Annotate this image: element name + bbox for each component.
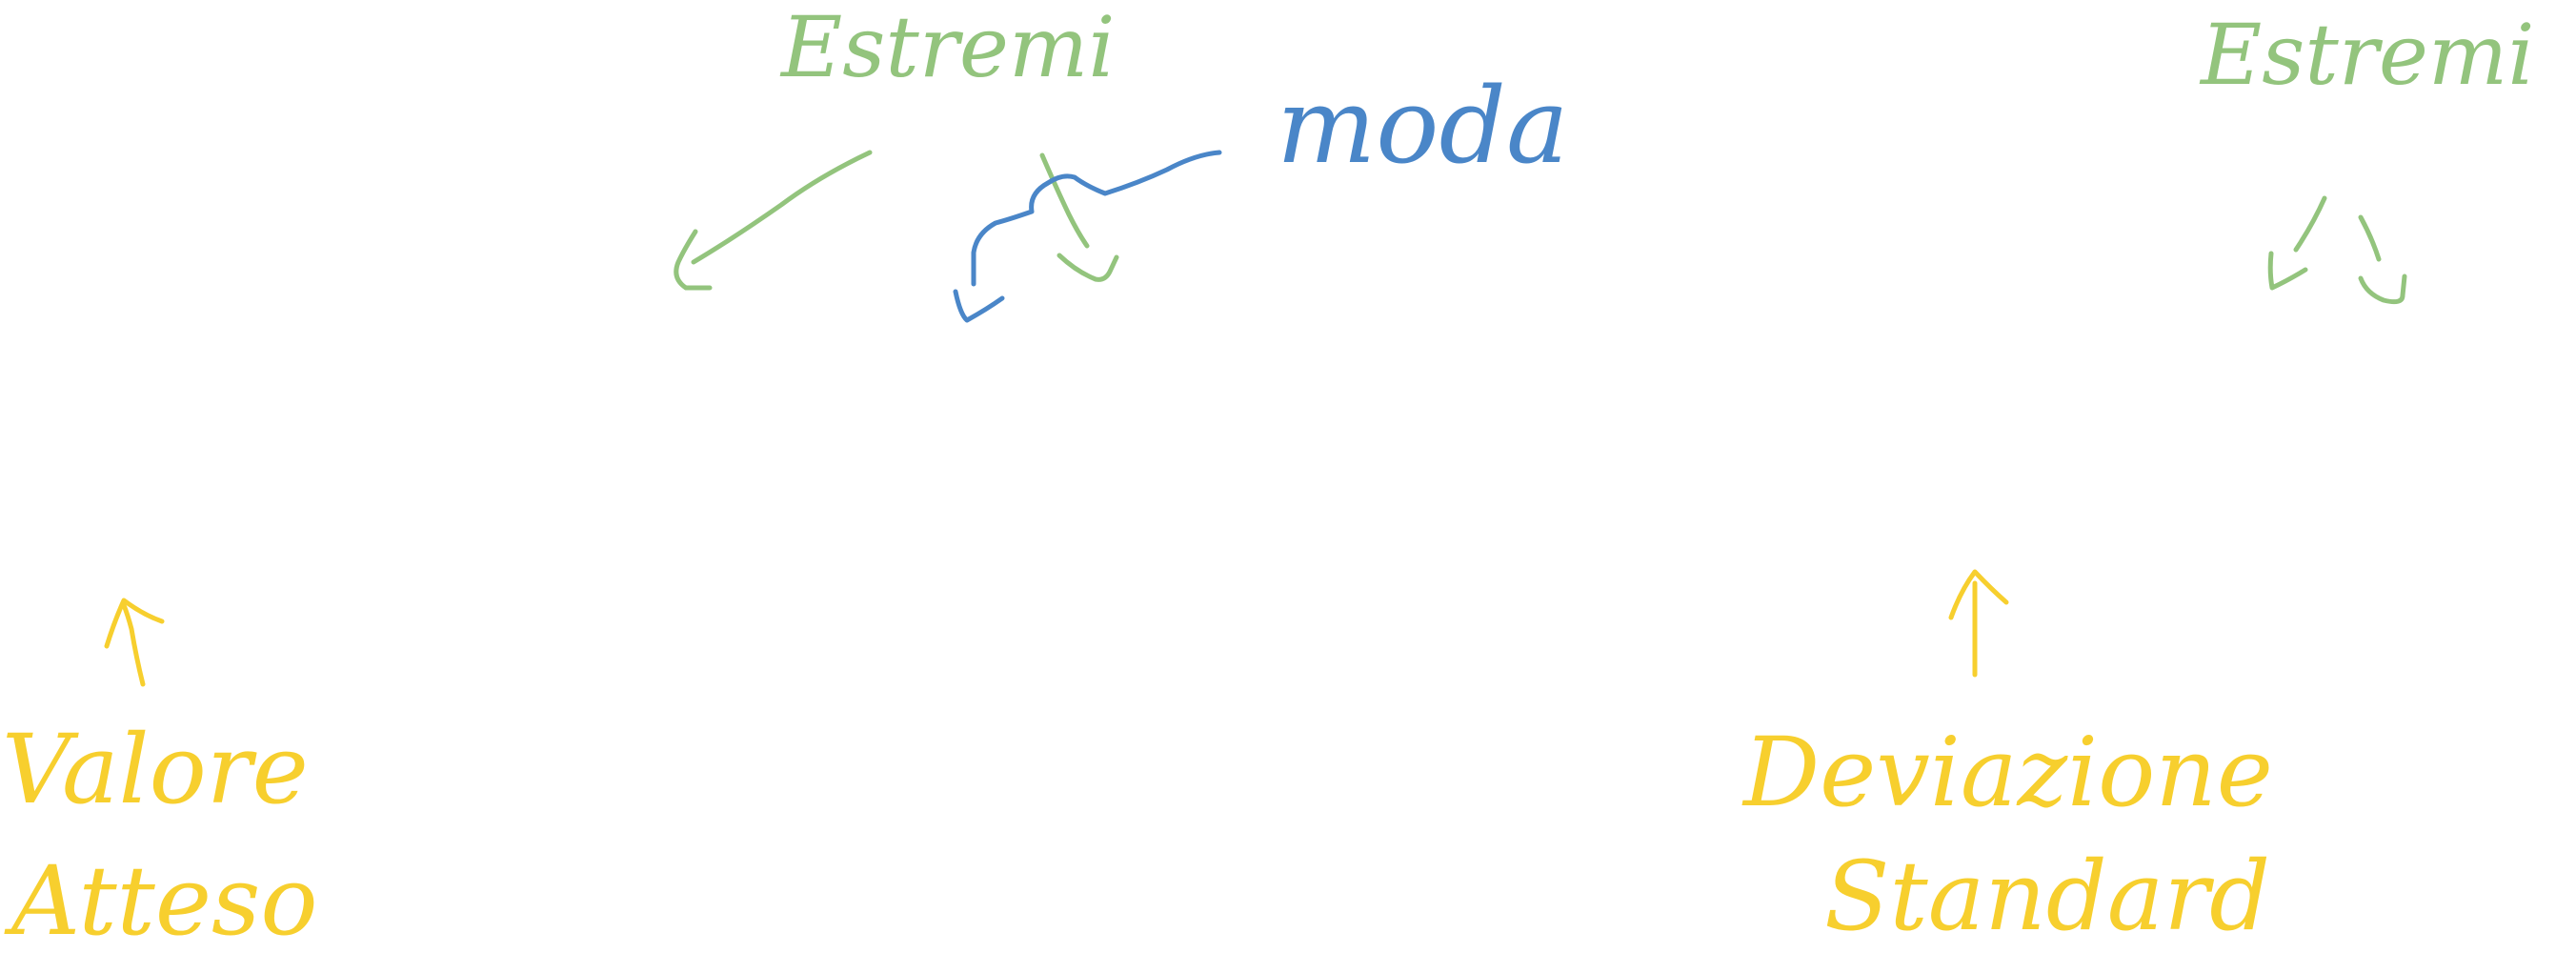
- label-moda: moda: [1277, 65, 1569, 187]
- arrowhead-estremi-right-left: [2267, 251, 2308, 291]
- arrowhead-estremi-center: [1057, 253, 1119, 282]
- label-deviazione: Deviazione: [1741, 717, 2273, 828]
- arrow-moda: [971, 150, 1222, 287]
- label-standard: Standard: [1824, 841, 2270, 952]
- arrow-estremi-left: [691, 150, 873, 265]
- arrowhead-estremi-left: [674, 229, 713, 291]
- arrowhead-moda: [953, 289, 1005, 323]
- arrow-estremi-center: [1039, 152, 1090, 249]
- label-atteso: Atteso: [4, 845, 318, 953]
- label-estremi-right: Estremi: [2199, 6, 2535, 104]
- arrow-valore-atteso: [121, 602, 146, 687]
- arrowhead-deviazione-standard: [1948, 569, 2009, 620]
- arrowhead-estremi-right-right: [2358, 274, 2407, 305]
- label-estremi-left: Estremi: [779, 0, 1116, 96]
- arrow-estremi-right-right: [2358, 214, 2382, 262]
- label-valore: Valore: [2, 714, 309, 825]
- arrowhead-valore-atteso: [104, 598, 165, 649]
- arrow-estremi-right-left: [2293, 195, 2327, 253]
